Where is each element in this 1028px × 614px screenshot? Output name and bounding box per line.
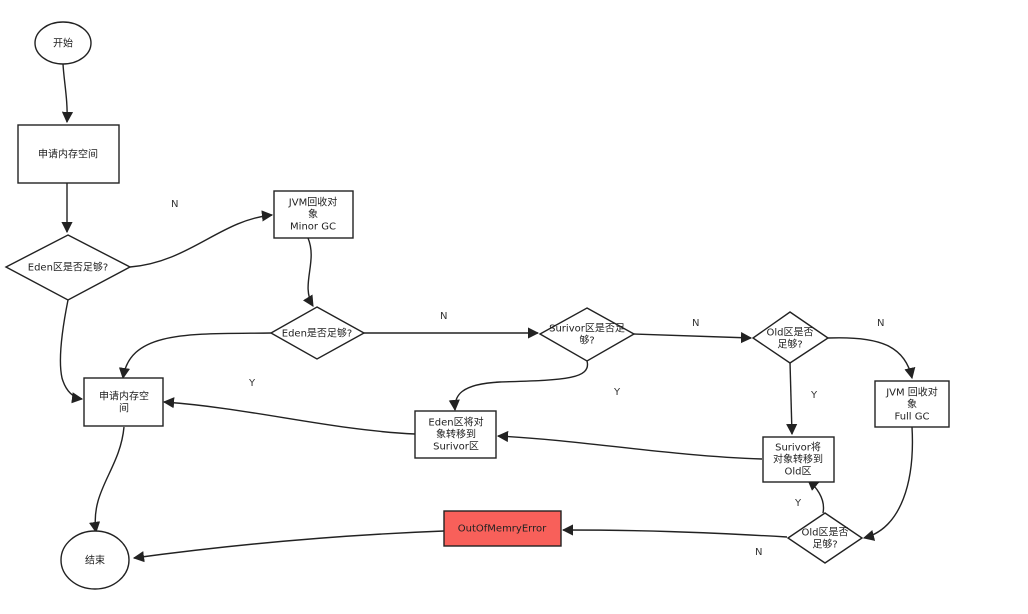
node-text-line: 结束: [85, 554, 105, 567]
node-text-line: 开始: [53, 37, 73, 50]
node-text-line: OutOfMemryError: [458, 524, 547, 535]
node-old-check2-text: Old区是否足够?: [802, 527, 849, 551]
node-text-line: 象: [907, 399, 917, 411]
node-text-line: 象: [308, 209, 318, 221]
edge-allocmid-to-end: [89, 426, 125, 534]
edge-oldcheck-to-fullgc: [827, 337, 916, 380]
node-text-line: 足够?: [777, 339, 802, 351]
label-n-oldcheck2: N: [755, 547, 762, 558]
edge-survivorcheck-to-edentosurvivor: [448, 360, 589, 412]
node-text-line: 对象转移到: [773, 453, 823, 466]
label-n-survivorcheck: N: [692, 318, 699, 329]
node-text-line: 够?: [579, 335, 594, 347]
label-y-oldcheck: Y: [810, 390, 818, 401]
label-y-edencheck2: Y: [248, 378, 256, 389]
edge-oldcheck-to-survivortoold: [786, 361, 798, 436]
node-oom: OutOfMemryError: [443, 510, 562, 547]
label-n-oldcheck: N: [877, 318, 884, 329]
node-text-line: Minor GC: [290, 222, 336, 233]
node-alloc-top: 申请内存空间: [17, 124, 120, 184]
edge-minorgc-to-edencheck2: [302, 237, 314, 307]
node-old-check: Old区是否足够?: [751, 311, 830, 364]
node-eden-check: Eden区是否足够?: [4, 234, 132, 301]
node-alloc-mid: 申请内存空间: [83, 377, 164, 427]
label-n-edencheck2: N: [440, 311, 447, 322]
label-y-oldcheck2: Y: [794, 498, 802, 509]
node-eden-check-text: Eden区是否足够?: [28, 262, 108, 274]
node-text-line: Old区: [785, 466, 812, 478]
node-text-line: 象转移到: [436, 428, 476, 441]
node-oom-text: OutOfMemryError: [458, 524, 547, 535]
node-start-text: 开始: [53, 37, 73, 50]
node-end: 结束: [60, 530, 130, 590]
node-survivor-check: Surivor区是否足够?: [538, 307, 636, 362]
node-text-line: 申请内存空间: [38, 148, 98, 161]
node-start: 开始: [34, 21, 92, 65]
edge-edentosurvivor-to-allocmid: [162, 397, 416, 435]
node-old-check2: Old区是否足够?: [786, 512, 864, 564]
node-text-line: Surivor区是否足: [549, 323, 625, 335]
node-alloc-top-text: 申请内存空间: [38, 148, 98, 161]
node-text-line: 申请内存空: [99, 390, 149, 403]
label-y-survivorcheck: Y: [613, 387, 621, 398]
edge-survivortoold-to-edentosurvivor: [496, 430, 763, 460]
node-text-line: JVM回收对: [288, 196, 337, 209]
edge-labels: N N N N N Y Y Y Y Y: [94, 199, 884, 558]
edge-oom-to-end: [132, 530, 445, 563]
node-text-line: JVM 回收对: [885, 386, 938, 399]
edge-edencheck-to-minorgc: [129, 210, 274, 268]
edge-oldcheck2-to-survivortoold: [807, 479, 825, 514]
edges: [59, 63, 916, 563]
edge-edencheck2-to-allocmid: [118, 332, 272, 380]
node-survivor-check-text: Surivor区是否足够?: [549, 323, 625, 347]
node-alloc-mid-text: 申请内存空间: [99, 390, 149, 415]
edge-oldcheck2-to-oom: [561, 524, 788, 538]
label-n-edencheck: N: [171, 199, 178, 210]
node-text-line: Eden区将对: [428, 416, 483, 429]
node-text-line: Eden是否足够?: [282, 328, 352, 340]
node-text-line: Old区是否: [802, 527, 849, 539]
edge-edencheck-to-allocmid: [59, 299, 84, 404]
node-eden-check2: Eden是否足够?: [269, 306, 366, 360]
node-text-line: Old区是否: [767, 327, 814, 339]
edge-survivorcheck-to-oldcheck: [633, 332, 753, 344]
node-text-line: Surivor将: [775, 442, 821, 454]
node-text-line: 间: [119, 402, 129, 415]
node-text-line: Surivor区: [433, 441, 479, 453]
node-old-check-text: Old区是否足够?: [767, 327, 814, 351]
edge-fullgc-to-oldcheck2: [862, 426, 914, 541]
node-text-line: Eden区是否足够?: [28, 262, 108, 274]
node-end-text: 结束: [85, 554, 105, 567]
edge-start-to-alloc: [61, 63, 74, 124]
node-text-line: Full GC: [894, 412, 929, 423]
node-text-line: 足够?: [812, 539, 837, 551]
node-eden-check2-text: Eden是否足够?: [282, 328, 352, 340]
